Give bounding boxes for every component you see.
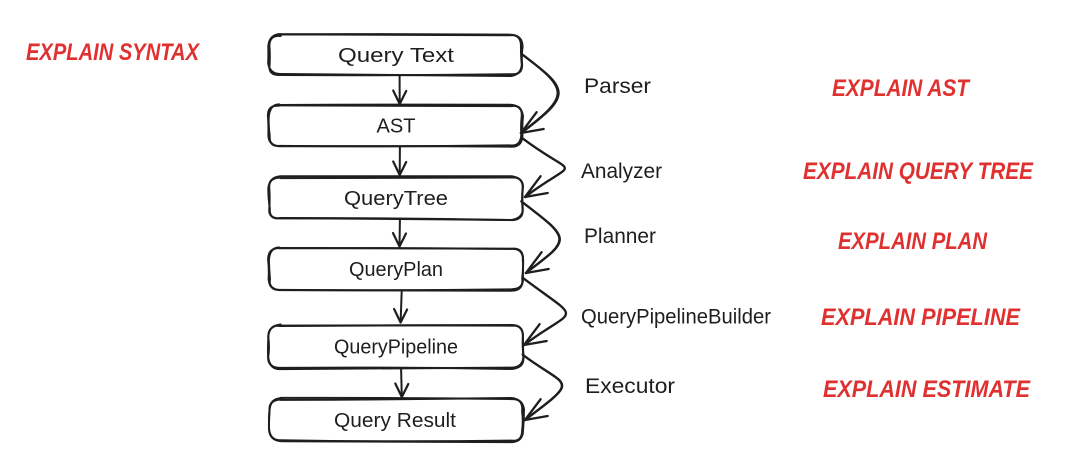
svg-text:AST: AST: [377, 115, 416, 138]
svg-text:EXPLAIN AST: EXPLAIN AST: [832, 75, 971, 102]
svg-text:Executor: Executor: [585, 375, 675, 398]
svg-text:QueryTree: QueryTree: [344, 187, 448, 210]
svg-text:QueryPipelineBuilder: QueryPipelineBuilder: [581, 306, 771, 329]
svg-text:EXPLAIN PIPELINE: EXPLAIN PIPELINE: [821, 304, 1021, 331]
svg-text:Planner: Planner: [584, 225, 656, 248]
svg-text:QueryPlan: QueryPlan: [349, 258, 443, 281]
svg-text:Query Result: Query Result: [334, 409, 456, 432]
svg-text:Analyzer: Analyzer: [581, 160, 662, 183]
svg-text:QueryPipeline: QueryPipeline: [334, 336, 458, 359]
svg-text:EXPLAIN QUERY TREE: EXPLAIN QUERY TREE: [803, 158, 1034, 185]
svg-text:Query Text: Query Text: [338, 44, 454, 67]
svg-text:EXPLAIN SYNTAX: EXPLAIN SYNTAX: [26, 39, 201, 66]
svg-text:Parser: Parser: [584, 75, 651, 98]
svg-text:EXPLAIN PLAN: EXPLAIN PLAN: [838, 228, 988, 255]
svg-text:EXPLAIN ESTIMATE: EXPLAIN ESTIMATE: [823, 376, 1031, 403]
